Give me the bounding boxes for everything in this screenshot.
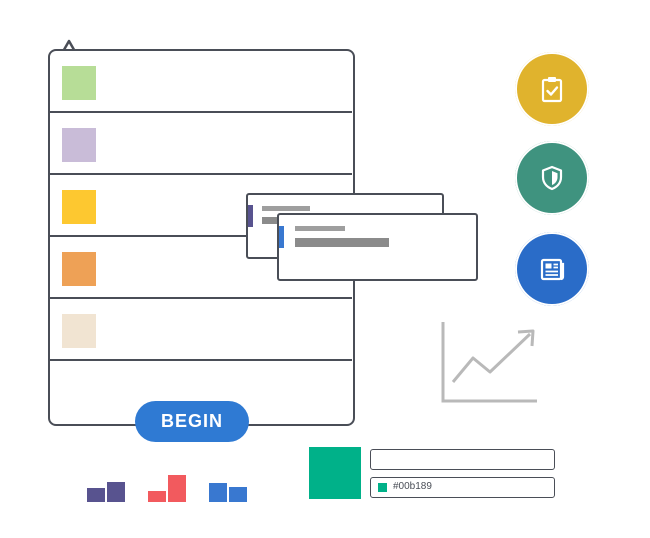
mini-bar (229, 487, 247, 502)
color-swatch (62, 66, 96, 100)
card-title-line (262, 206, 310, 211)
clipboard-check-icon (541, 77, 563, 103)
front-card[interactable] (277, 213, 478, 281)
list-item[interactable] (50, 51, 352, 113)
card-accent-bar (248, 205, 253, 227)
color-swatch (62, 128, 96, 162)
trend-chart-icon (441, 322, 537, 403)
mini-bar (148, 491, 166, 502)
color-name-field[interactable] (370, 449, 555, 470)
clipboard-badge[interactable] (515, 52, 589, 126)
selected-color-swatch[interactable] (309, 447, 361, 499)
list-item[interactable] (50, 175, 352, 237)
newspaper-icon (540, 258, 565, 281)
list-item[interactable] (50, 299, 352, 361)
begin-button[interactable]: BEGIN (135, 401, 249, 442)
mini-bar (87, 488, 105, 502)
shield-check-icon (541, 165, 563, 191)
card-title-line (295, 226, 345, 231)
mini-bar (209, 483, 227, 502)
list-item[interactable] (50, 113, 352, 175)
newspaper-badge[interactable] (515, 232, 589, 306)
mini-bar-group (87, 470, 127, 502)
mini-bar (168, 475, 186, 502)
card-accent-bar (279, 226, 284, 248)
mini-bar-group (148, 470, 188, 502)
card-text-line (295, 238, 389, 247)
color-swatch (62, 190, 96, 224)
hex-color-chip (378, 483, 387, 492)
list-item[interactable] (50, 237, 352, 299)
mini-bar-group (209, 470, 249, 502)
hex-value: #00b189 (393, 481, 432, 492)
hex-input[interactable]: #00b189 (370, 477, 555, 498)
color-swatch (62, 314, 96, 348)
mini-bar (107, 482, 125, 502)
shield-badge[interactable] (515, 141, 589, 215)
color-swatch (62, 252, 96, 286)
